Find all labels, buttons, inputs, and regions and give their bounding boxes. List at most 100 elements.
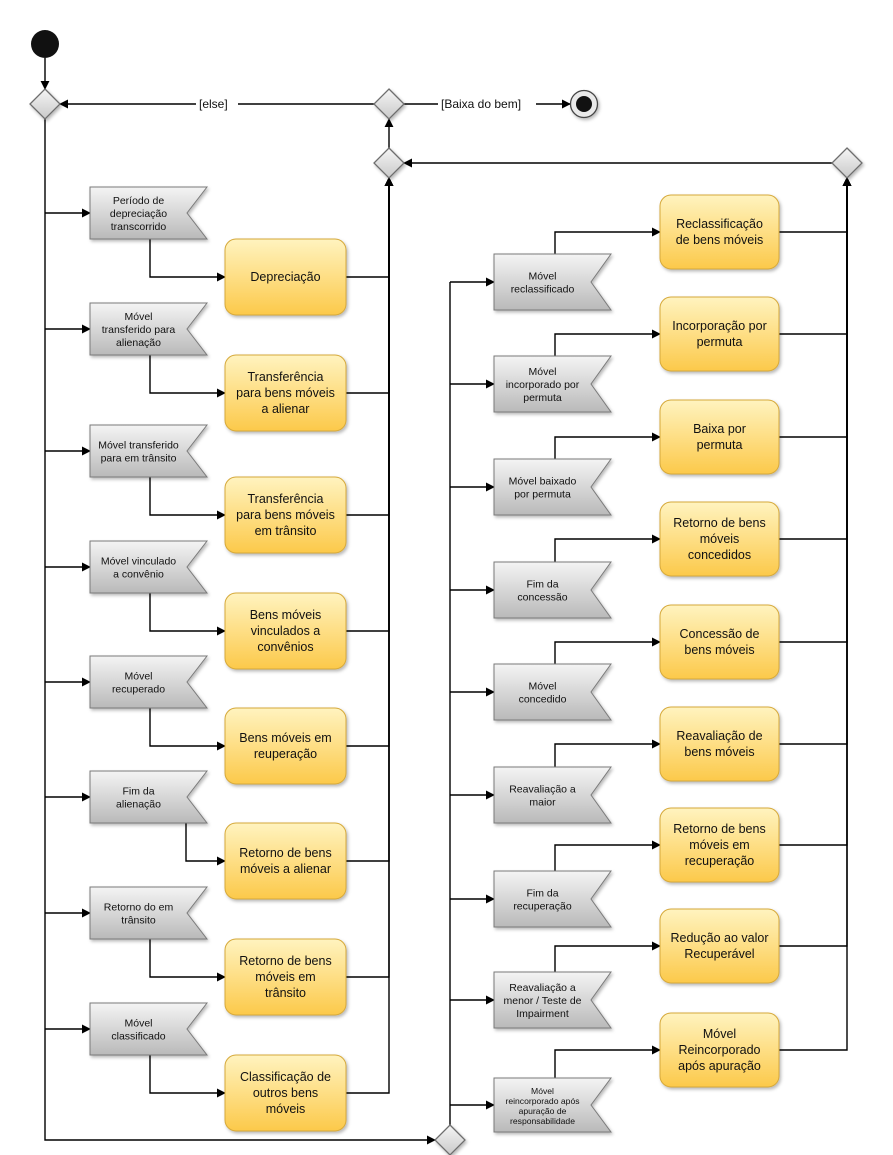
signal-right-1 [493, 355, 612, 413]
edge-signal-activity-right-5 [554, 739, 661, 767]
edge-signal-activity-right-2 [554, 432, 661, 459]
edge-signal-activity-left-3 [149, 593, 226, 636]
final-node-core [576, 96, 592, 112]
signal-right-5 [493, 766, 612, 824]
merge-middle [373, 147, 405, 179]
edge-signal-activity-right-0 [554, 227, 661, 254]
signal-left-7 [89, 1002, 209, 1056]
edge-signal-activity-left-0 [149, 239, 226, 282]
edge-activity-merge-left-3 [346, 177, 394, 632]
signal-right-0 [493, 253, 612, 311]
decision-bottom [434, 1124, 466, 1155]
activity-right-5 [659, 706, 780, 782]
initial-node [31, 30, 59, 58]
signal-right-3 [493, 561, 612, 619]
edge-signal-activity-left-7 [149, 1055, 226, 1098]
activity-left-7 [224, 1054, 347, 1132]
edge-activity-merge-left-5 [346, 177, 394, 862]
activity-right-1 [659, 296, 780, 372]
merge-right [831, 147, 863, 179]
edge-left-to-bottom [44, 119, 436, 1145]
activity-right-7 [659, 908, 780, 984]
edge-activity-merge-right-7 [779, 177, 852, 947]
edge-activity-merge-left-1 [346, 177, 394, 394]
edge-activity-merge-left-4 [346, 177, 394, 747]
signal-right-2 [493, 458, 612, 516]
flow-nodes [29, 30, 863, 1155]
activity-label-left-0: Depreciação [250, 270, 320, 284]
edge-activity-merge-right-5 [779, 177, 852, 745]
edge-activity-merge-left-6 [346, 177, 394, 978]
edge-signal-activity-right-6 [554, 840, 661, 871]
edge-activity-merge-left-7 [346, 177, 394, 1094]
activity-left-0 [224, 238, 347, 316]
guard-baixa: [Baixa do bem] [441, 97, 521, 111]
signal-right-8 [493, 1077, 612, 1133]
activity-right-3 [659, 501, 780, 577]
guard-baixa-bg [438, 97, 536, 112]
signal-left-0 [89, 186, 209, 240]
activity-right-0 [659, 194, 780, 270]
activity-left-3 [224, 592, 347, 670]
edge-activity-merge-right-0 [779, 177, 852, 233]
edge-signal-activity-right-1 [554, 329, 661, 356]
edge-activity-merge-right-6 [779, 177, 852, 846]
edge-signal-activity-right-4 [554, 637, 661, 664]
edge-signal-activity-right-7 [554, 941, 661, 972]
activity-right-4 [659, 604, 780, 680]
signal-right-7 [493, 971, 612, 1029]
decision-top [373, 88, 405, 120]
edge-signal-activity-left-4 [149, 708, 226, 751]
flow-edges [40, 58, 852, 1145]
signal-left-3 [89, 540, 209, 594]
signal-left-6 [89, 886, 209, 940]
activity-right-8 [659, 1012, 780, 1088]
edge-activity-merge-right-2 [779, 177, 852, 438]
signal-left-4 [89, 655, 209, 709]
edge-signal-activity-right-3 [554, 534, 661, 562]
edge-signal-activity-left-1 [149, 355, 226, 398]
signal-right-4 [493, 663, 612, 721]
edge-signal-activity-left-5 [185, 823, 226, 866]
edge-signal-activity-right-8 [554, 1045, 661, 1078]
signal-left-2 [89, 424, 209, 478]
activity-left-2 [224, 476, 347, 554]
decision-left [29, 88, 61, 120]
activity-left-6 [224, 938, 347, 1016]
edge-activity-merge-right-4 [779, 177, 852, 643]
activity-right-6 [659, 807, 780, 883]
signal-left-5 [89, 770, 209, 824]
edge-signal-activity-left-2 [149, 477, 226, 520]
activity-left-4 [224, 707, 347, 785]
edge-activity-merge-right-1 [779, 177, 852, 335]
